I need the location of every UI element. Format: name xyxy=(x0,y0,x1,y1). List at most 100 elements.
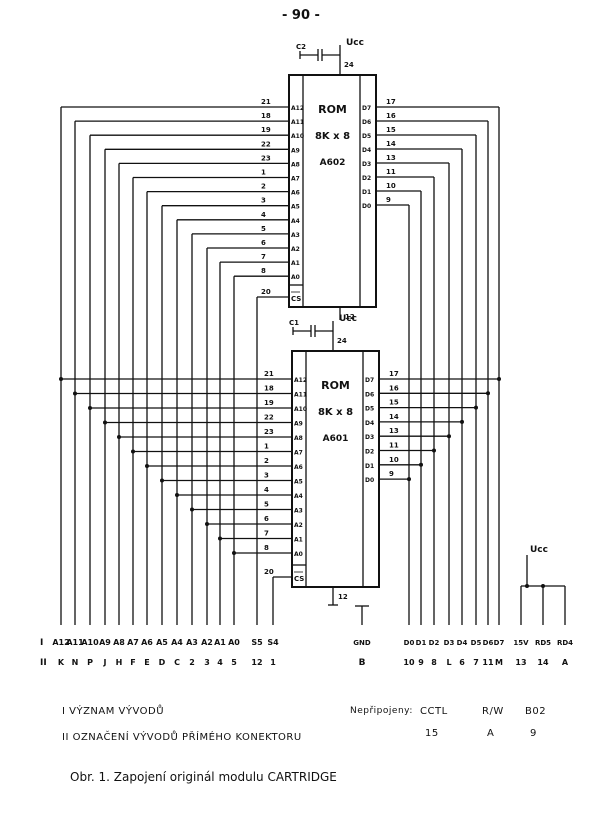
junction-dot xyxy=(407,477,411,482)
junction-dot xyxy=(419,462,423,467)
chip-size: 8K x 8 xyxy=(315,131,350,142)
nc-signal-b02: B02 xyxy=(525,706,547,717)
connector-pin: 10 xyxy=(403,658,415,667)
junction-dot xyxy=(190,507,194,512)
pin-label-a4: A4 xyxy=(291,218,300,225)
pin-number: 17 xyxy=(386,98,396,106)
pin-label-cs: CS xyxy=(294,575,304,583)
pin-number: 16 xyxy=(389,384,399,392)
chip-name: ROM xyxy=(321,379,350,392)
nc-pin-cctl: 15 xyxy=(425,728,439,739)
pin-label-d4: D4 xyxy=(365,420,374,427)
connector-pin: A xyxy=(562,658,569,667)
pin-label-a8: A8 xyxy=(291,161,300,168)
connector-signal-d3: D3 xyxy=(444,639,455,647)
connector-signal-d5: D5 xyxy=(471,639,482,647)
connector-pin: N xyxy=(72,658,79,667)
pin-label-d2: D2 xyxy=(362,175,371,182)
connector-pin: 5 xyxy=(231,658,237,667)
connector-pin: 7 xyxy=(473,658,479,667)
pin-label-a5: A5 xyxy=(294,479,303,486)
pin-label-d7: D7 xyxy=(362,105,371,112)
pin-label-d0: D0 xyxy=(362,203,371,210)
junction-dot xyxy=(160,478,164,483)
pin-number: 3 xyxy=(261,197,266,205)
pin-number: 14 xyxy=(386,140,396,148)
junction-dot xyxy=(497,377,501,381)
pin-label-a7: A7 xyxy=(291,176,300,183)
pin-number: 7 xyxy=(264,530,269,538)
junction-dot xyxy=(525,584,529,588)
chip-id: A602 xyxy=(320,158,346,168)
pin-number: 17 xyxy=(389,370,399,378)
pin-label-a11: A11 xyxy=(291,119,304,126)
capacitor-label: C2 xyxy=(296,43,306,51)
connector-pin: 13 xyxy=(515,658,526,667)
connector-vcc-label: Ucc xyxy=(530,545,548,555)
pin-number: 20 xyxy=(264,568,274,576)
pin-label-a2: A2 xyxy=(291,246,300,253)
not-connected-label: Nepřipojeny: xyxy=(350,706,413,716)
pin-number: 18 xyxy=(261,112,271,120)
connector-signal-a10: A10 xyxy=(81,638,99,647)
page-number: - 90 - xyxy=(282,8,320,23)
junction-dot xyxy=(59,377,63,381)
pin-label-d3: D3 xyxy=(365,434,374,441)
pin-label-a7: A7 xyxy=(294,450,303,457)
pin-label-d1: D1 xyxy=(362,189,371,196)
connector-pin: H xyxy=(116,658,123,667)
connector-signal-rd5: RD5 xyxy=(535,639,551,647)
connector-signal-d2: D2 xyxy=(429,639,440,647)
pin-number: 9 xyxy=(386,196,391,204)
connector-signal-s5: S5 xyxy=(251,638,263,647)
pin-number: 2 xyxy=(261,183,266,191)
pin-number: 14 xyxy=(389,413,399,421)
junction-dot xyxy=(432,448,436,453)
junction-dot xyxy=(447,434,451,439)
pin-number: 23 xyxy=(264,428,274,436)
pin-number: 19 xyxy=(264,399,274,407)
connector-signal-s4: S4 xyxy=(267,638,279,647)
connector-signal-a2: A2 xyxy=(201,638,213,647)
vcc-label: Ucc xyxy=(346,38,364,48)
connector-pin: 4 xyxy=(217,658,223,667)
nc-pin-rw: A xyxy=(487,728,495,739)
pin-label-d0: D0 xyxy=(365,477,374,484)
pin-number: 5 xyxy=(264,501,269,509)
pin-number: 8 xyxy=(264,544,269,552)
junction-dot xyxy=(73,391,77,396)
connector-gnd-pin: B xyxy=(359,658,366,668)
junction-dot xyxy=(131,449,135,454)
pin-label-a9: A9 xyxy=(291,147,300,154)
pin-number: 1 xyxy=(264,443,269,451)
pin-number: 6 xyxy=(264,515,269,523)
pin-number: 4 xyxy=(264,486,269,494)
connector-pin: 14 xyxy=(537,658,549,667)
pin-label-a11: A11 xyxy=(294,392,307,399)
connector-signal-a8: A8 xyxy=(113,638,125,647)
pin-number: 6 xyxy=(261,239,266,247)
pin-label-a10: A10 xyxy=(294,406,307,413)
pin-label-d6: D6 xyxy=(365,391,374,398)
pin-number: 21 xyxy=(261,98,271,106)
vcc-pin-number: 24 xyxy=(344,61,354,69)
nc-signal-rw: R/W xyxy=(482,706,504,717)
connector-pin: P xyxy=(87,658,93,667)
pin-number: 13 xyxy=(389,427,399,435)
pin-label-d4: D4 xyxy=(362,147,371,154)
junction-dot xyxy=(486,391,490,396)
legend-row-ii: II OZNAČENÍ VÝVODŮ PŘÍMÉHO KONEKTORU xyxy=(62,732,302,743)
pin-number: 2 xyxy=(264,457,269,465)
connector-pin: C xyxy=(174,658,180,667)
pin-label-d2: D2 xyxy=(365,449,374,456)
connector-pin: 8 xyxy=(431,658,437,667)
pin-number: 7 xyxy=(261,253,266,261)
connector-pin: E xyxy=(144,658,149,667)
connector-pin: 9 xyxy=(418,658,424,667)
connector-signal-15v: 15V xyxy=(513,639,529,647)
figure-caption: Obr. 1. Zapojení originál modulu CARTRID… xyxy=(70,770,337,784)
connector-signal-a1: A1 xyxy=(214,638,226,647)
pin-label-a3: A3 xyxy=(291,232,300,239)
pin-label-a3: A3 xyxy=(294,508,303,515)
